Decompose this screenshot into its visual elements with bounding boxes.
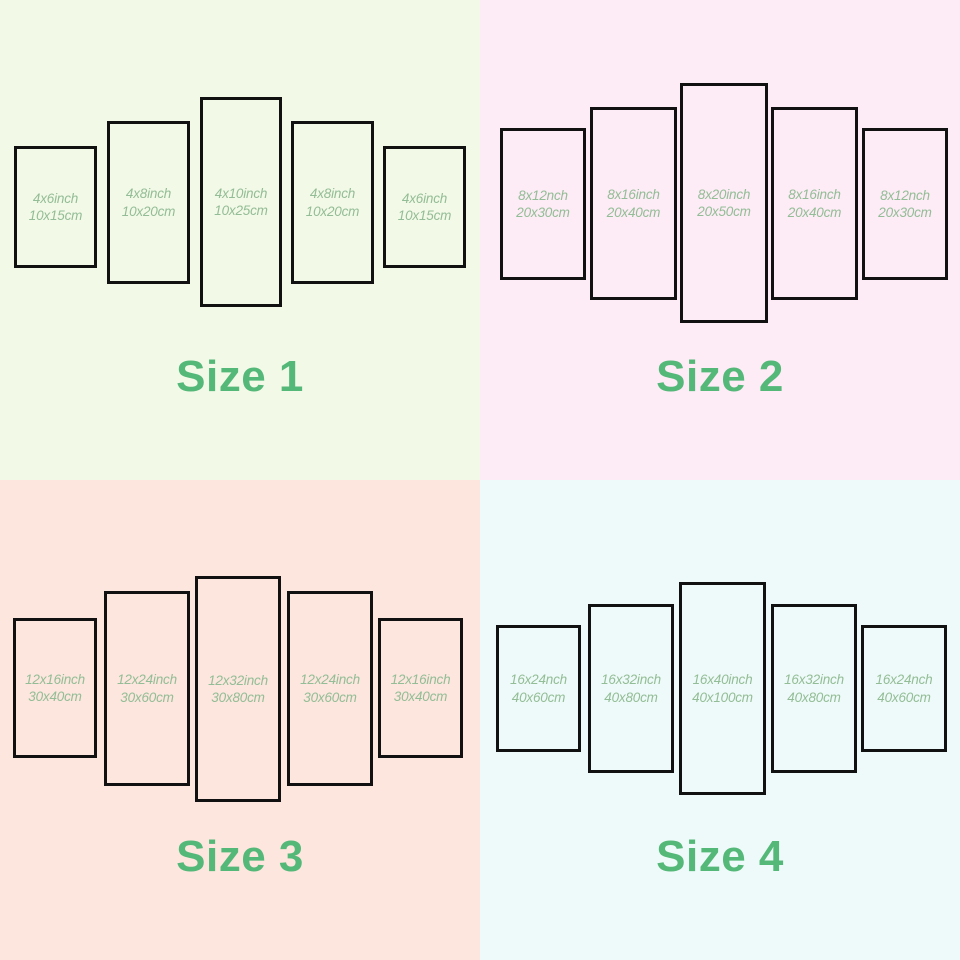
size-caption-2: Size 2 (656, 352, 784, 401)
canvas-panel[interactable]: 4x6inch 10x15cm (383, 146, 466, 268)
panel-size-cm: 30x80cm (211, 690, 265, 705)
panel-size-inch: 12x32inch (208, 672, 268, 688)
panel-size-cm: 20x50cm (697, 204, 751, 219)
panel-size-label: 8x20inch 20x50cm (697, 186, 751, 221)
panel-size-cm: 40x80cm (604, 689, 658, 705)
panel-size-cm: 40x60cm (877, 689, 931, 705)
panel-size-cm: 30x40cm (393, 689, 448, 704)
panel-size-cm: 10x25cm (214, 203, 268, 218)
panel-size-inch: 8x12nch (518, 187, 568, 203)
panel-size-inch: 4x8inch (125, 186, 172, 202)
panel-size-inch: 4x8inch (309, 186, 356, 202)
panel-size-cm: 20x40cm (787, 204, 842, 220)
panel-size-label: 12x16inch 30x40cm (25, 671, 85, 706)
panel-size-cm: 30x40cm (28, 689, 82, 704)
panel-size-cm: 10x20cm (121, 203, 176, 219)
panel-size-inch: 16x32inch (601, 672, 661, 688)
panel-size-label: 12x16inch 30x40cm (391, 671, 451, 706)
panel-size-label: 4x10inch 10x25cm (214, 185, 268, 220)
panel-size-label: 8x12nch 20x30cm (516, 187, 570, 222)
panel-size-inch: 8x16inch (788, 187, 841, 203)
panel-size-cm: 10x20cm (305, 203, 360, 219)
panel-size-inch: 4x10inch (214, 185, 268, 201)
panel-size-inch: 16x24nch (875, 672, 933, 688)
canvas-panel[interactable]: 4x6inch 10x15cm (14, 146, 97, 268)
panel-size-label: 12x32inch 30x80cm (208, 672, 268, 707)
panel-size-cm: 30x60cm (303, 689, 357, 705)
panel-size-cm: 20x30cm (516, 205, 570, 220)
panel-size-cm: 40x80cm (787, 689, 841, 705)
panel-size-inch: 16x40inch (692, 672, 753, 688)
panel-size-label: 4x6inch 10x15cm (28, 190, 83, 225)
canvas-panel[interactable]: 8x20inch 20x50cm (680, 83, 768, 323)
panel-size-inch: 12x16inch (25, 671, 85, 687)
panel-size-cm: 20x40cm (606, 204, 661, 220)
panel-size-cm: 30x60cm (120, 689, 174, 705)
panel-size-inch: 16x24nch (510, 672, 567, 688)
size-caption-3: Size 3 (176, 832, 304, 881)
panel-size-inch: 4x6inch (401, 190, 448, 206)
panel-size-inch: 8x16inch (607, 187, 660, 203)
size-caption-4: Size 4 (656, 832, 784, 881)
canvas-panel[interactable]: 12x16inch 30x40cm (13, 618, 97, 758)
panel-size-cm: 40x60cm (511, 689, 566, 705)
panel-size-inch: 12x24inch (117, 672, 177, 688)
canvas-panel[interactable]: 12x32inch 30x80cm (195, 576, 281, 802)
panel-size-inch: 8x20inch (697, 186, 751, 202)
size-caption-1: Size 1 (176, 352, 304, 401)
canvas-panel[interactable]: 12x16inch 30x40cm (378, 618, 463, 758)
panel-size-cm: 20x30cm (878, 205, 932, 220)
panel-size-label: 4x6inch 10x15cm (397, 190, 452, 225)
panel-size-inch: 4x6inch (32, 190, 79, 206)
panel-size-inch: 12x24inch (300, 672, 360, 688)
panel-size-cm: 10x15cm (28, 208, 83, 223)
panel-size-inch: 8x12nch (880, 187, 930, 203)
canvas-panel[interactable]: 4x10inch 10x25cm (200, 97, 282, 307)
panel-size-cm: 10x15cm (397, 208, 452, 223)
panel-size-inch: 12x16inch (390, 671, 451, 687)
canvas-panel[interactable]: 8x12nch 20x30cm (500, 128, 586, 280)
panel-size-cm: 40x100cm (692, 689, 753, 705)
canvas-panel[interactable]: 8x12nch 20x30cm (862, 128, 948, 280)
panel-size-inch: 16x32inch (784, 672, 844, 688)
panel-size-label: 8x12nch 20x30cm (878, 187, 932, 222)
